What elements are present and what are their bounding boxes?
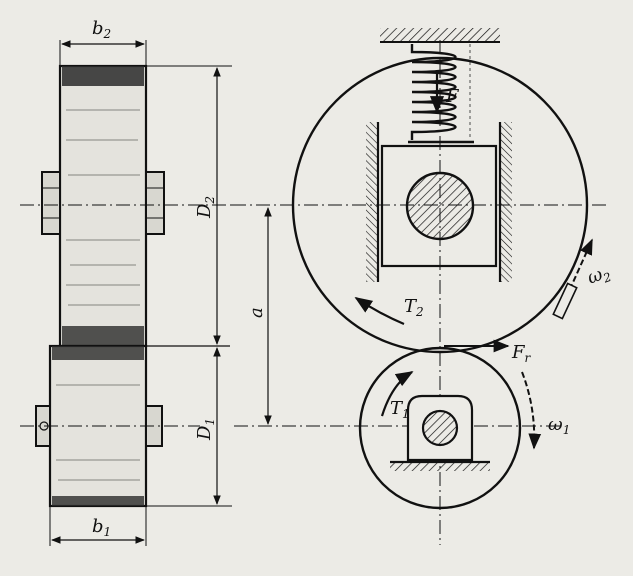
label-D2: D2	[194, 196, 217, 219]
label-D1: D1	[194, 418, 217, 441]
label-a: a	[246, 307, 267, 318]
upper-hub-right	[145, 171, 165, 235]
upper-shaft	[405, 171, 475, 241]
label-T2: T2	[404, 296, 424, 319]
bearing-housing	[390, 394, 490, 471]
torque-T1-arrow	[380, 371, 414, 417]
spring	[408, 44, 474, 144]
omega1-arrow	[521, 371, 542, 450]
upper-roller-side	[41, 64, 165, 348]
label-Fr: Fr	[511, 342, 532, 365]
side-view	[20, 40, 272, 546]
guide-right	[498, 122, 512, 282]
D2-dimension	[146, 65, 232, 345]
label-b1: b1	[92, 516, 111, 539]
label-omega1: ω1	[548, 414, 570, 437]
front-view	[232, 28, 610, 545]
torque-T2-arrow	[354, 297, 405, 326]
b2-dimension	[59, 40, 147, 66]
label-F: F	[445, 86, 460, 107]
omega2-indicator	[552, 238, 593, 320]
upper-hub-left	[41, 171, 61, 235]
ceiling-support	[380, 28, 500, 43]
label-b2: b2	[92, 18, 111, 41]
guide-left	[366, 122, 380, 282]
lower-roller-front	[358, 346, 522, 510]
D1-dimension	[146, 347, 232, 507]
lower-shaft	[421, 409, 459, 447]
label-T1: T1	[390, 398, 410, 421]
b1-dimension	[49, 506, 147, 546]
